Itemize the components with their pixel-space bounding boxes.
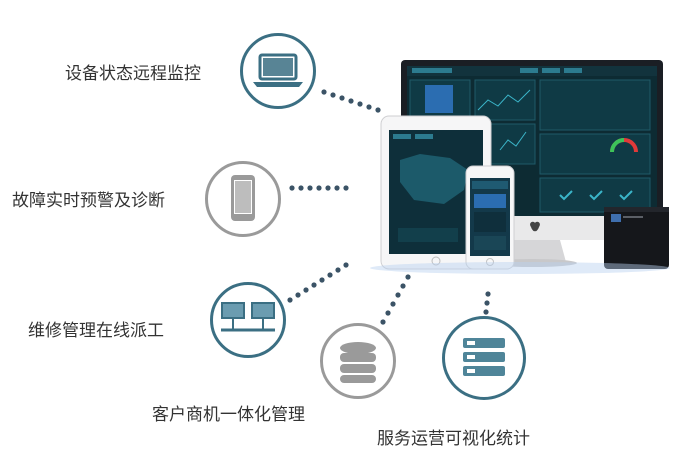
server-icon	[463, 338, 505, 376]
smartphone-icon-circle	[205, 161, 281, 237]
gateway-device	[604, 207, 669, 269]
network-icon	[221, 302, 275, 332]
feature-label-remote-monitoring: 设备状态远程监控	[65, 64, 201, 84]
smartphone-device	[465, 165, 515, 270]
feature-label-service-statistics: 服务运营可视化统计	[377, 429, 530, 449]
feature-label-fault-warning: 故障实时预警及诊断	[12, 191, 165, 211]
feature-label-customer-management: 客户商机一体化管理	[152, 405, 305, 425]
network-icon-circle	[210, 282, 286, 358]
database-icon-circle	[320, 323, 396, 399]
smartphone-icon	[231, 175, 255, 221]
server-icon-circle	[442, 316, 526, 400]
feature-label-repair-dispatch: 维修管理在线派工	[28, 321, 164, 341]
database-icon	[340, 342, 376, 383]
laptop-icon-circle	[240, 33, 316, 109]
laptop-icon	[253, 53, 303, 87]
